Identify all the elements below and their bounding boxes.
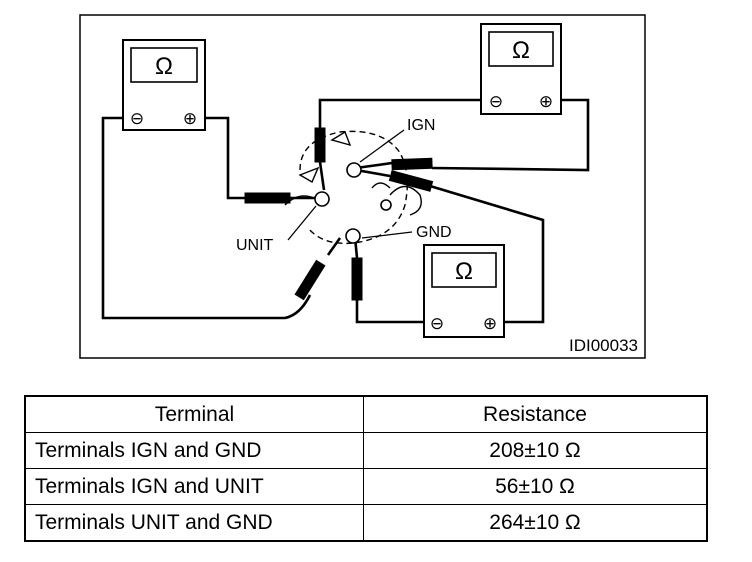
resistance-cell: 56±10 Ω xyxy=(363,468,708,505)
table-row: Terminals IGN and UNIT 56±10 Ω xyxy=(24,468,708,505)
leader-gnd xyxy=(361,231,413,239)
wire-left-meter-plus xyxy=(190,116,245,200)
minus-terminal-icon: ⊖ xyxy=(130,109,144,128)
leader-ign xyxy=(359,129,405,163)
resistance-cell: 208±10 Ω xyxy=(363,432,708,469)
ohmmeter-top-right: Ω ⊖ ⊕ xyxy=(480,23,562,115)
terminal-cell: Terminals IGN and UNIT xyxy=(24,468,364,505)
terminal-gnd xyxy=(345,228,361,244)
plus-terminal-icon: ⊕ xyxy=(483,314,497,333)
plus-terminal-icon: ⊕ xyxy=(183,109,197,128)
wire-top-meter-plus xyxy=(431,98,590,172)
leader-unit xyxy=(287,205,317,241)
probe-unit-left xyxy=(244,192,291,204)
probe-ign-diagonal xyxy=(388,170,434,192)
label-gnd: GND xyxy=(416,224,452,241)
resistance-cell: 264±10 Ω xyxy=(363,504,708,542)
column-header-terminal: Terminal xyxy=(24,395,364,433)
probes xyxy=(244,127,434,301)
terminals xyxy=(314,162,392,244)
wire-top-meter-minus xyxy=(318,98,496,128)
probe-ign-vertical xyxy=(314,127,326,163)
terminal-spare xyxy=(380,199,392,211)
terminal-cell: Terminals UNIT and GND xyxy=(24,504,364,542)
ohm-symbol: Ω xyxy=(512,37,530,64)
plus-terminal-icon: ⊕ xyxy=(539,92,553,111)
table-row: Terminals IGN and GND 208±10 Ω xyxy=(24,432,708,469)
probe-unit-diagonal xyxy=(294,259,326,301)
wire-bottom-meter-plus xyxy=(429,184,545,324)
terminal-cell: Terminals IGN and GND xyxy=(24,432,364,469)
label-ign: IGN xyxy=(407,117,435,134)
wiring-diagram: IGN UNIT GND Ω ⊖ ⊕ Ω ⊖ ⊕ Ω ⊖ ⊕ IDI00033 xyxy=(79,14,646,359)
minus-terminal-icon: ⊖ xyxy=(489,92,503,111)
figure-id: IDI00033 xyxy=(569,336,638,355)
table-row: Terminals UNIT and GND 264±10 Ω xyxy=(24,504,708,542)
label-unit: UNIT xyxy=(236,237,274,254)
wire-left-meter-minus xyxy=(101,116,312,320)
probe-ign-horizontal xyxy=(391,157,433,171)
probe-gnd xyxy=(351,257,363,301)
terminal-unit xyxy=(314,191,330,207)
meter-display xyxy=(130,47,198,83)
column-header-resistance: Resistance xyxy=(363,395,708,433)
terminal-ign xyxy=(346,162,362,178)
ohmmeter-bottom: Ω ⊖ ⊕ xyxy=(423,244,505,338)
meter-display xyxy=(488,31,554,67)
ohmmeter-left: Ω ⊖ ⊕ xyxy=(122,39,206,131)
sensor-body xyxy=(284,130,422,245)
ohm-symbol: Ω xyxy=(455,258,473,285)
table-header-row: Terminal Resistance xyxy=(24,395,708,433)
ohm-symbol: Ω xyxy=(155,53,173,80)
meter-display xyxy=(431,252,497,288)
resistance-spec-table: Terminal Resistance Terminals IGN and GN… xyxy=(24,395,708,542)
minus-terminal-icon: ⊖ xyxy=(430,314,444,333)
wire-bottom-meter-minus xyxy=(355,300,437,324)
diagram-frame xyxy=(79,14,646,359)
